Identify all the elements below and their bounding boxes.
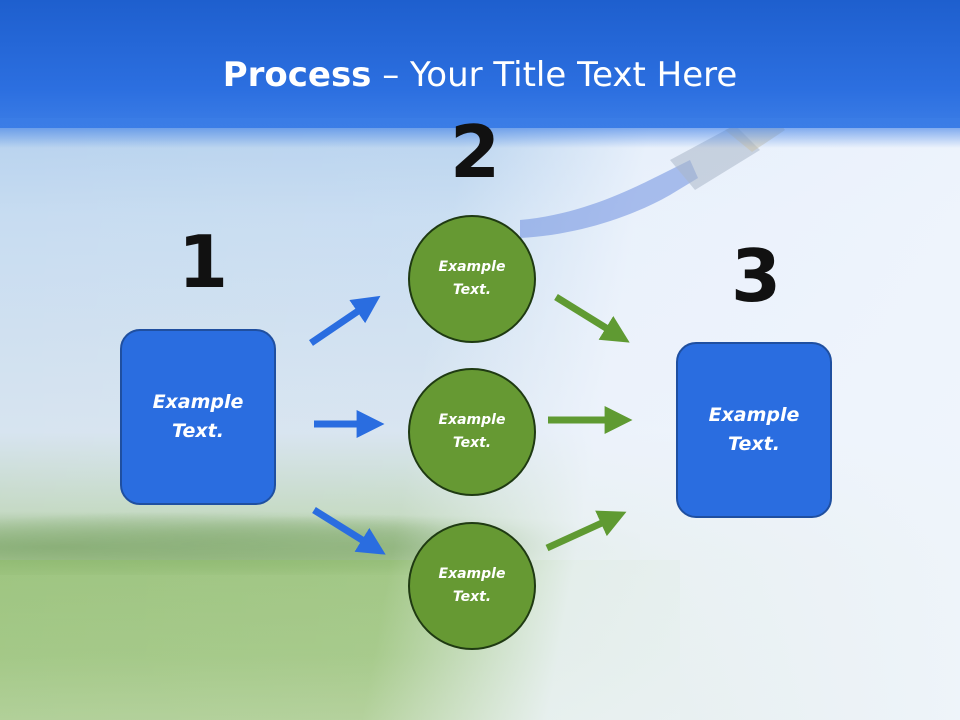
circle-middle-line2: Text. xyxy=(452,435,492,451)
step-number-1: 1 xyxy=(178,220,229,304)
arrow-blue-down xyxy=(312,507,386,555)
step-number-2: 2 xyxy=(450,110,501,194)
circle-bottom: Example Text. xyxy=(408,522,536,650)
circle-middle: Example Text. xyxy=(408,368,536,496)
arrow-green-down xyxy=(554,294,630,343)
right-process-box: Example Text. xyxy=(676,342,832,518)
right-box-line1: Example xyxy=(708,404,800,426)
step-number-3: 3 xyxy=(731,234,782,318)
title-bar xyxy=(0,0,960,128)
circle-bottom-line2: Text. xyxy=(452,589,492,605)
circle-middle-line1: Example xyxy=(438,412,506,428)
circle-top-line1: Example xyxy=(438,259,506,275)
left-box-line2: Text. xyxy=(172,420,224,442)
page-title: Process – Your Title Text Here xyxy=(0,54,960,96)
right-box-line2: Text. xyxy=(728,433,780,455)
title-rest: – Your Title Text Here xyxy=(371,55,738,95)
circle-top-line2: Text. xyxy=(452,282,492,298)
left-process-box: Example Text. xyxy=(120,329,276,505)
circle-bottom-line1: Example xyxy=(438,566,506,582)
title-bold: Process xyxy=(222,55,372,95)
arrow-blue-up xyxy=(309,295,381,346)
circle-top: Example Text. xyxy=(408,215,536,343)
arrow-green-up xyxy=(545,510,627,552)
title-bar-fade xyxy=(0,118,960,148)
left-box-line1: Example xyxy=(152,391,244,413)
